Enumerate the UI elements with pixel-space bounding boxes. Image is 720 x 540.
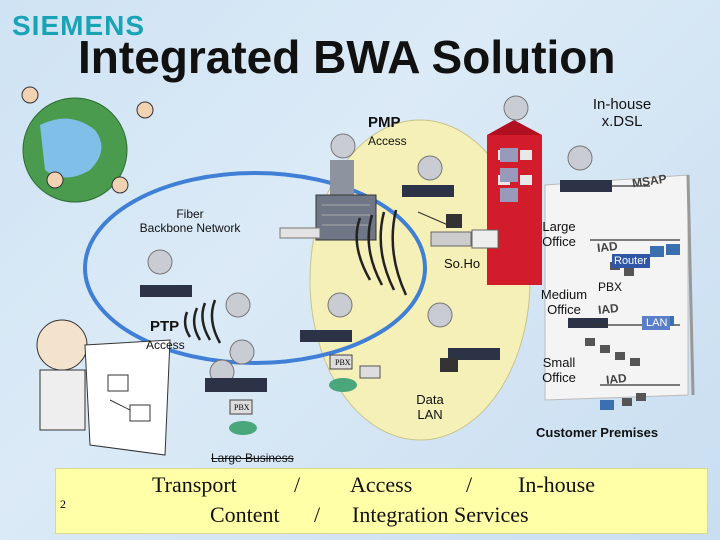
antenna-icon [330, 133, 356, 159]
pbx-label: PBX [598, 280, 623, 294]
soho-label: So.Ho [444, 256, 481, 271]
slide-number: 2 [60, 497, 66, 511]
antenna-icon [147, 249, 173, 275]
pc-icon [600, 400, 614, 410]
antenna-icon [417, 155, 443, 181]
inhouse-label: In-house x.DSL [592, 96, 652, 131]
banner-access: Access [350, 472, 413, 497]
network-link [417, 211, 449, 226]
services-banner [55, 468, 708, 534]
iad-label-medium: IAD [597, 300, 620, 318]
pbx-icon [329, 354, 353, 370]
customer-premises-panel [544, 174, 689, 401]
lan-label: LAN [646, 317, 668, 329]
modem-icon [205, 378, 267, 392]
banner-separator-3: / [314, 502, 321, 527]
large-office-label: Large Office [542, 219, 576, 249]
antenna-icon [327, 292, 353, 318]
radio-wave [355, 217, 372, 281]
antenna-icon [503, 95, 529, 121]
pc-icon [650, 246, 664, 257]
large-business-label: Large Business [211, 451, 294, 465]
phone-icon [622, 398, 632, 406]
pbx-small-label: PBX [335, 358, 351, 367]
modem-icon [140, 285, 192, 297]
antenna-icon [427, 302, 453, 328]
base-station-icon [315, 160, 377, 241]
pmp-label: PMP [368, 114, 401, 131]
customer-premises-label: Customer Premises [536, 425, 659, 440]
phone-icon [624, 268, 634, 276]
pc-icon [666, 244, 680, 255]
iad-label-small: IAD [605, 370, 628, 388]
ptp-label: PTP [150, 318, 180, 335]
iad-label: IAD [596, 238, 619, 256]
banner-inhouse: In-house [518, 472, 595, 497]
banner-integration: Integration Services [352, 502, 529, 527]
small-office-label: Small Office [542, 355, 576, 385]
banner-transport: Transport [152, 472, 237, 497]
globe-people-icon [21, 86, 154, 203]
data-phone-icon [359, 365, 381, 379]
modem-icon [568, 318, 608, 328]
fax-icon [471, 229, 499, 249]
phone-icon [600, 345, 610, 353]
phone-icon [615, 352, 625, 360]
computer-icon [279, 214, 472, 372]
radio-wave [367, 214, 384, 286]
antenna-icon [225, 292, 251, 318]
modem-icon [402, 185, 454, 197]
radio-wave [210, 299, 222, 344]
radio-wave [201, 302, 212, 341]
pbx-icon [229, 399, 253, 415]
banner-content: Content [210, 502, 280, 527]
antenna-icon [567, 145, 593, 171]
inhouse-building-icon [487, 120, 542, 285]
router-label: Router [614, 255, 648, 267]
radio-wave [183, 311, 192, 338]
modem-icon [448, 348, 500, 360]
siemens-logo: SIEMENS [12, 10, 146, 41]
radio-wave [192, 307, 202, 341]
modem-icon [300, 330, 352, 342]
banner-separator-2: / [466, 472, 473, 497]
radio-wave [391, 209, 408, 296]
user-with-diagram-icon [36, 319, 171, 456]
pmp-access-label: Access [368, 134, 407, 148]
fiber-backbone-ring [83, 171, 427, 365]
data-lan-label: Data LAN [416, 392, 444, 422]
router-box-icon [612, 254, 650, 268]
modem-icon [560, 180, 612, 192]
phone-icon [585, 338, 595, 346]
phone-icon [636, 393, 646, 401]
router-icon [229, 421, 257, 435]
phone-icon [630, 358, 640, 366]
fiber-backbone-label: Fiber Backbone Network [139, 207, 241, 235]
router-icon [329, 378, 357, 392]
medium-office-label: Medium Office [540, 287, 588, 317]
lan-box-icon [642, 316, 670, 330]
radio-wave [379, 211, 396, 291]
banner-separator: / [294, 472, 301, 497]
pbx-small-label-2: PBX [234, 403, 250, 412]
antenna-icon [229, 339, 255, 365]
phone-icon [500, 148, 518, 202]
slide-title: Integrated BWA Solution [78, 31, 616, 83]
ptp-access-label: Access [146, 338, 185, 352]
